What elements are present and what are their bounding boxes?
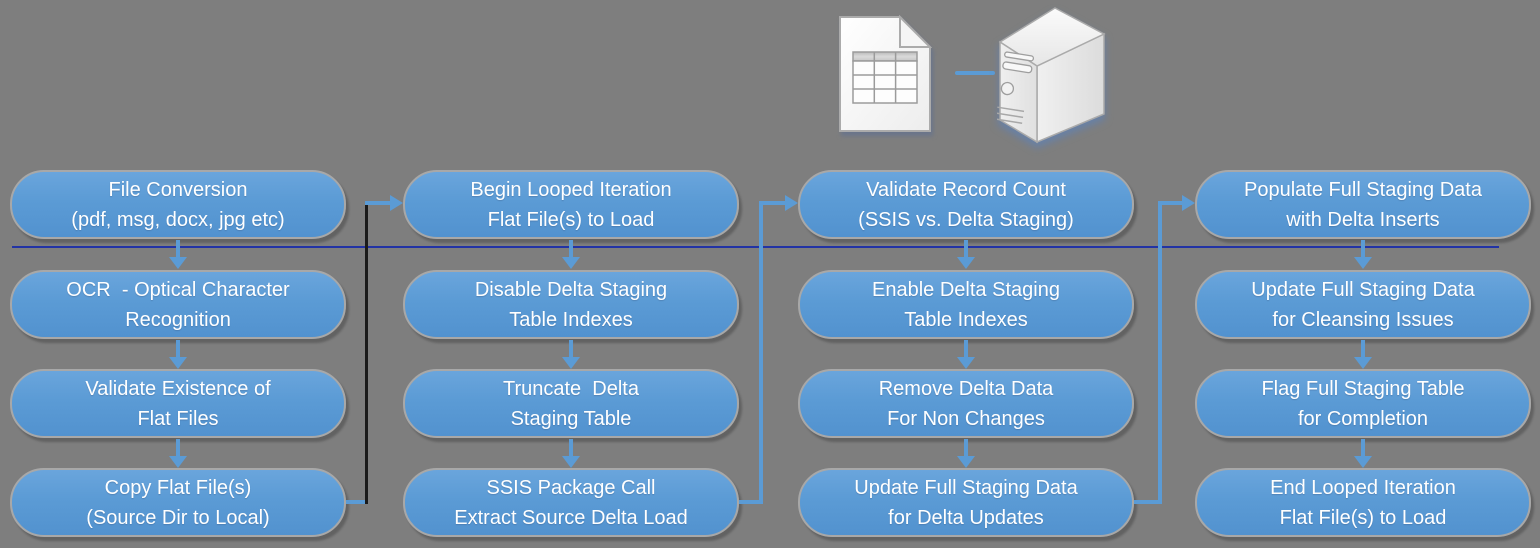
flow-step-ssis-package-call: SSIS Package Call Extract Source Delta L…: [403, 468, 739, 537]
down-arrow-icon: [1354, 240, 1372, 269]
down-arrow-icon: [957, 340, 975, 369]
step-label: (SSIS vs. Delta Staging): [858, 208, 1074, 231]
flow-step-validate-existence: Validate Existence of Flat Files: [10, 369, 346, 438]
step-label: Flat File(s) to Load: [487, 208, 655, 231]
down-arrow-icon: [169, 240, 187, 269]
file-to-server-link: [955, 71, 995, 75]
elbow-connector-2: [759, 201, 763, 504]
row-underline-rule: [12, 246, 1499, 248]
elbow-connector-1: [346, 500, 368, 504]
elbow-connector-1-vertical: [365, 201, 368, 504]
elbow-connector-1: [365, 201, 391, 205]
flow-step-update-cleansing: Update Full Staging Data for Cleansing I…: [1195, 270, 1531, 339]
step-label: Flat Files: [137, 407, 219, 430]
step-label: End Looped Iteration: [1270, 476, 1456, 499]
elbow-connector-2: [739, 500, 763, 504]
step-label: OCR - Optical Character: [66, 278, 290, 301]
step-label: Flag Full Staging Table: [1261, 377, 1465, 400]
down-arrow-icon: [169, 439, 187, 468]
down-arrow-icon: [562, 340, 580, 369]
down-arrow-icon: [957, 240, 975, 269]
step-label: Truncate Delta: [503, 377, 639, 400]
step-label: Update Full Staging Data: [854, 476, 1078, 499]
flow-step-truncate-delta: Truncate Delta Staging Table: [403, 369, 739, 438]
flow-step-copy-flat-files: Copy Flat File(s) (Source Dir to Local): [10, 468, 346, 537]
flow-step-ocr: OCR - Optical Character Recognition: [10, 270, 346, 339]
down-arrow-icon: [957, 439, 975, 468]
down-arrow-icon: [169, 340, 187, 369]
flow-step-validate-record-count: Validate Record Count (SSIS vs. Delta St…: [798, 170, 1134, 239]
step-label: For Non Changes: [887, 407, 1045, 430]
elbow-connector-3: [1158, 201, 1183, 205]
step-label: File Conversion: [108, 178, 248, 201]
step-label: Enable Delta Staging: [872, 278, 1060, 301]
step-label: Table Indexes: [509, 308, 633, 331]
step-label: Begin Looped Iteration: [470, 178, 672, 201]
step-label: Validate Record Count: [866, 178, 1066, 201]
step-label: for Completion: [1297, 407, 1429, 430]
step-label: Copy Flat File(s): [104, 476, 252, 499]
right-arrow-icon: [390, 195, 403, 211]
step-label: Remove Delta Data: [878, 377, 1054, 400]
step-label: Disable Delta Staging: [474, 278, 668, 301]
table-document-icon: [839, 15, 932, 132]
step-label: for Cleansing Issues: [1272, 308, 1454, 331]
flow-step-file-conversion: File Conversion (pdf, msg, docx, jpg etc…: [10, 170, 346, 239]
step-label: Validate Existence of: [85, 377, 271, 400]
down-arrow-icon: [1354, 340, 1372, 369]
step-label: Recognition: [125, 308, 231, 331]
elbow-connector-3: [1134, 500, 1162, 504]
flow-step-end-loop: End Looped Iteration Flat File(s) to Loa…: [1195, 468, 1531, 537]
flow-step-begin-loop: Begin Looped Iteration Flat File(s) to L…: [403, 170, 739, 239]
step-label: Flat File(s) to Load: [1279, 506, 1447, 529]
flow-step-enable-indexes: Enable Delta Staging Table Indexes: [798, 270, 1134, 339]
flow-step-populate-full-staging: Populate Full Staging Data with Delta In…: [1195, 170, 1531, 239]
step-label: with Delta Inserts: [1286, 208, 1440, 231]
step-label: Update Full Staging Data: [1251, 278, 1475, 301]
right-arrow-icon: [785, 195, 798, 211]
elbow-connector-3: [1158, 201, 1162, 504]
flow-step-update-delta-updates: Update Full Staging Data for Delta Updat…: [798, 468, 1134, 537]
flow-step-disable-indexes: Disable Delta Staging Table Indexes: [403, 270, 739, 339]
step-label: (Source Dir to Local): [86, 506, 270, 529]
right-arrow-icon: [1182, 195, 1195, 211]
flow-step-remove-delta-data: Remove Delta Data For Non Changes: [798, 369, 1134, 438]
flow-step-flag-completion: Flag Full Staging Table for Completion: [1195, 369, 1531, 438]
step-label: Table Indexes: [904, 308, 1028, 331]
step-label: (pdf, msg, docx, jpg etc): [71, 208, 285, 231]
step-label: for Delta Updates: [888, 506, 1044, 529]
down-arrow-icon: [562, 439, 580, 468]
step-label: Staging Table: [510, 407, 632, 430]
down-arrow-icon: [1354, 439, 1372, 468]
step-label: Populate Full Staging Data: [1244, 178, 1482, 201]
step-label: SSIS Package Call: [486, 476, 656, 499]
down-arrow-icon: [562, 240, 580, 269]
server-tower-icon: [997, 7, 1106, 144]
elbow-connector-2: [759, 201, 786, 205]
step-label: Extract Source Delta Load: [454, 506, 688, 529]
